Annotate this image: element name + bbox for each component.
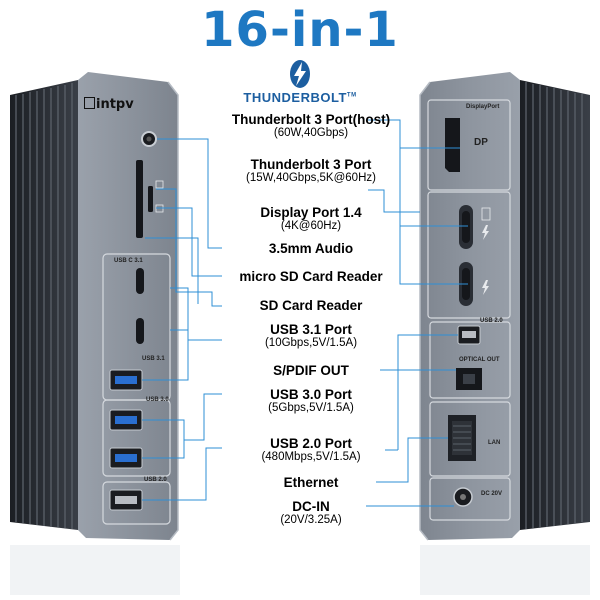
callout-ethernet: Ethernet — [283, 475, 339, 490]
displayport-label: DisplayPort — [466, 104, 500, 110]
right-unit-fins — [520, 80, 590, 530]
callout-audio: 3.5mm Audio — [268, 241, 354, 256]
callout-tb3: Thunderbolt 3 Port(15W,40Gbps,5K@60Hz) — [246, 157, 376, 184]
callout-dcin: DC-IN(20V/3.25A) — [280, 499, 342, 526]
left-unit-fins — [10, 80, 78, 530]
callout-spdif: S/PDIF OUT — [273, 363, 349, 378]
sd-slot-icon — [136, 160, 143, 238]
brand-logo: intpv — [84, 97, 134, 112]
callout-tb3-host: Thunderbolt 3 Port(host)(60W,40Gbps) — [231, 112, 391, 139]
optical-label: OPTICAL OUT — [459, 357, 500, 363]
page-title: 16-in-1 — [201, 2, 399, 58]
callout-sd: SD Card Reader — [259, 298, 363, 313]
left-unit-face — [78, 72, 178, 540]
callout-displayport: Display Port 1.4(4K@60Hz) — [260, 205, 362, 232]
thunderbolt-wordmark: THUNDERBOLTTM — [243, 90, 357, 105]
dp-label: DP — [474, 137, 488, 148]
displayport-icon — [445, 118, 460, 172]
usb20-rear-label: USB 2.0 — [480, 318, 503, 324]
callout-usb31: USB 3.1 Port(10Gbps,5V/1.5A) — [264, 322, 358, 349]
thunderbolt-icon — [290, 60, 310, 88]
callout-usb20: USB 2.0 Port(480Mbps,5V/1.5A) — [261, 436, 361, 463]
lan-label: LAN — [488, 440, 501, 446]
callout-usb30: USB 3.0 Port(5Gbps,5V/1.5A) — [268, 387, 354, 414]
callout-microsd: micro SD Card Reader — [239, 269, 383, 284]
usb30-label: USB 3.0 — [146, 397, 169, 403]
right-unit-face — [420, 72, 520, 540]
leader-lines — [142, 119, 468, 507]
usbc-port-icon — [136, 268, 144, 294]
usbc-port-icon — [136, 318, 144, 344]
usb20-front-label: USB 2.0 — [144, 477, 167, 483]
dc-label: DC 20V — [481, 491, 503, 497]
micro-sd-slot-icon — [148, 186, 153, 212]
usb31-label: USB 3.1 — [142, 356, 165, 362]
usbc-header-label: USB C 3.1 — [114, 258, 143, 264]
